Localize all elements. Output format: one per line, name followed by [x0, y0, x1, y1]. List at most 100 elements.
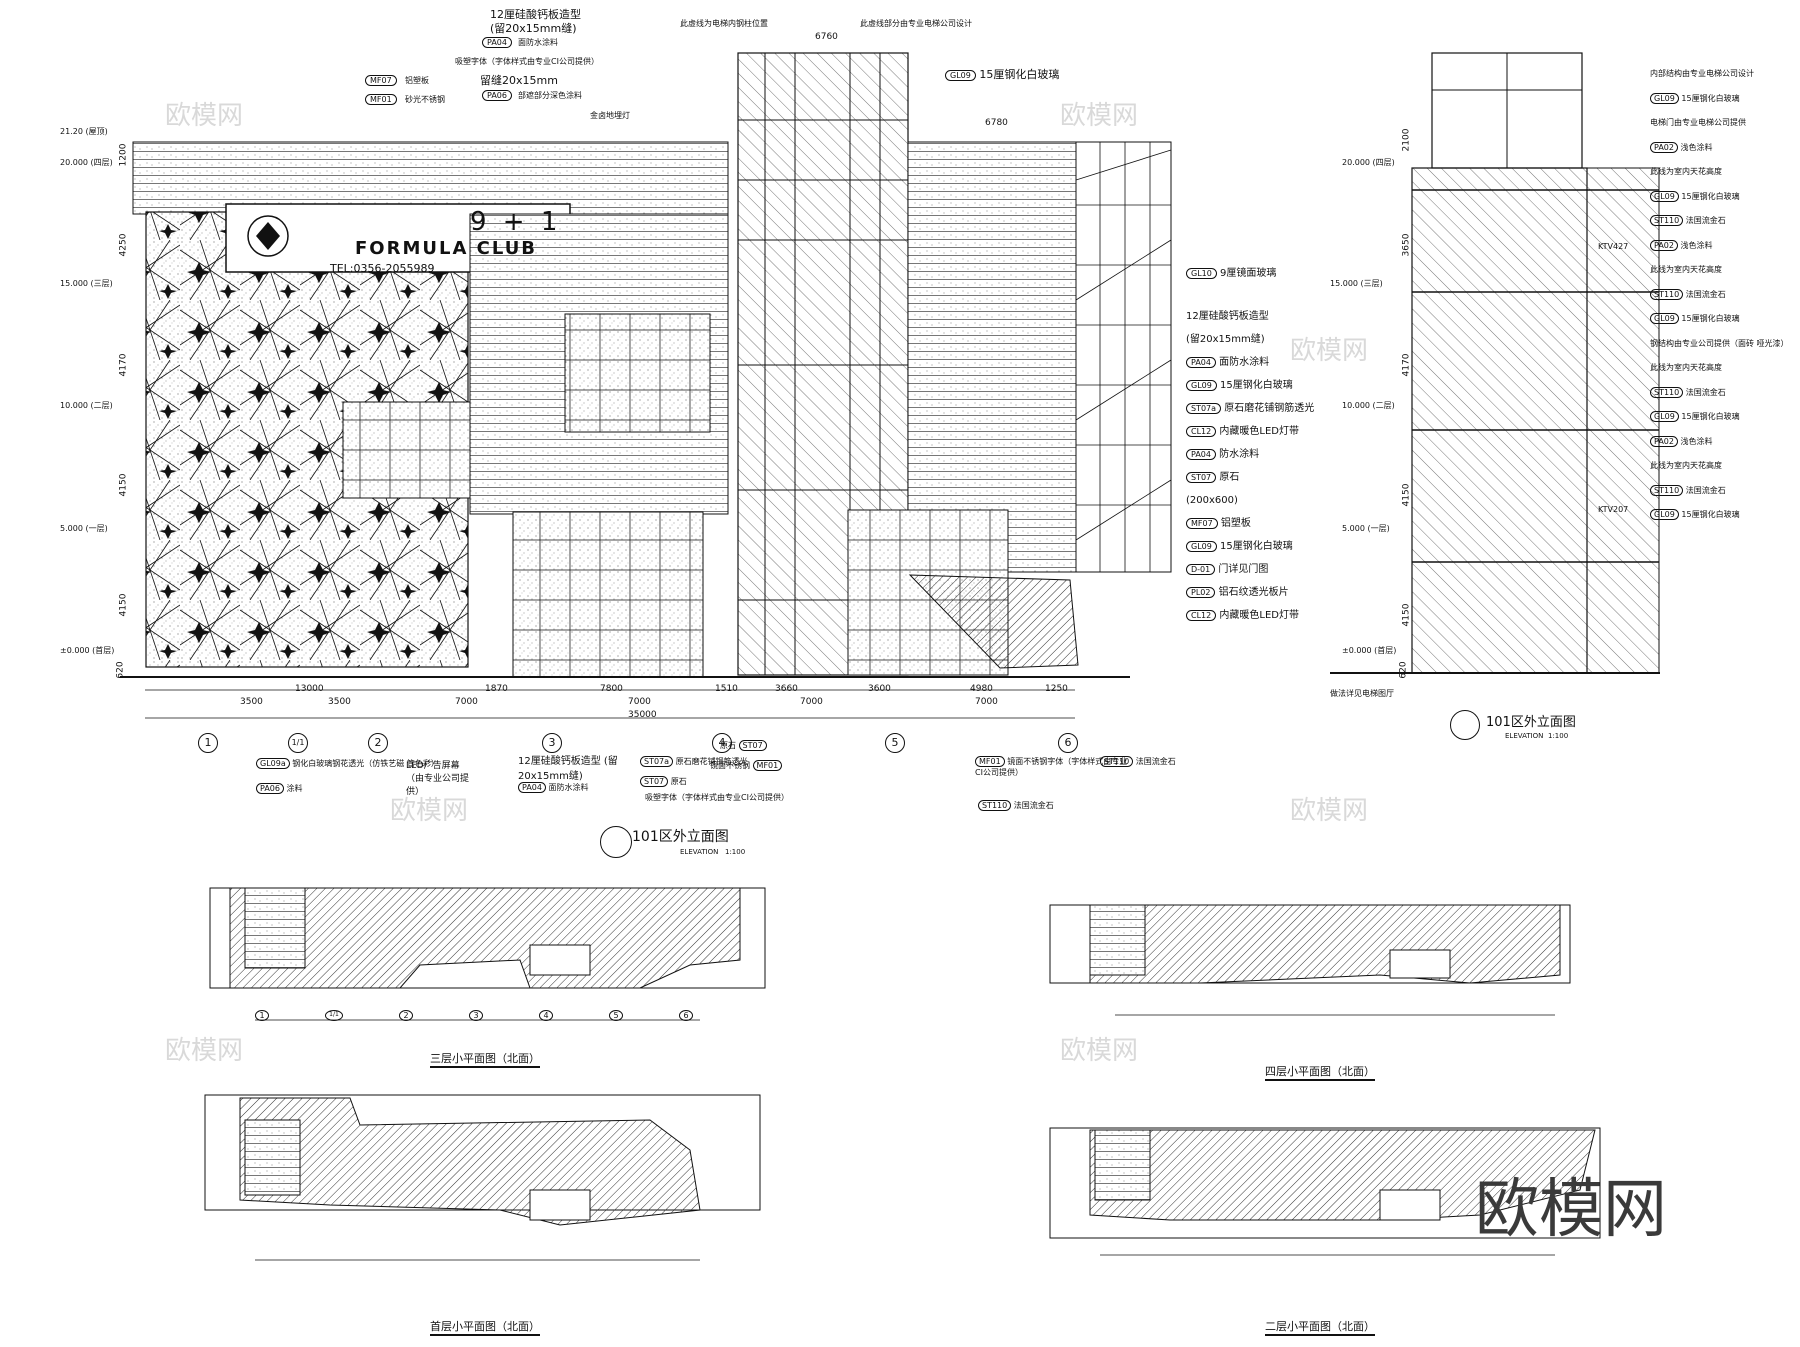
watermark: 欧模网	[165, 101, 244, 131]
right-tag: PL02 铝石纹透光板片	[1186, 581, 1396, 604]
side-tag: 此线为室内天花高度	[1650, 167, 1722, 176]
room-label: KTV427	[1598, 242, 1629, 251]
bottom-note: 12厘硅酸钙板造型 (留20x15mm缝)	[518, 756, 618, 782]
main-elevation	[120, 52, 1172, 719]
side-tag: 钢结构由专业公司提供（面砖 哑光漆）	[1650, 338, 1789, 348]
bottom-tag: 原石 ST07	[720, 740, 767, 751]
plan-title: 首层小平面图（北面）	[430, 1318, 540, 1336]
top-note: 此虚线部分由专业电梯公司设计	[860, 19, 972, 28]
right-tag: MF07 铝塑板	[1186, 512, 1396, 535]
side-tag-list: 内部结构由专业电梯公司设计 GL09 15厘钢化白玻璃 电梯门由专业电梯公司提供…	[1650, 62, 1800, 528]
right-tag: (200x600)	[1186, 495, 1238, 506]
side-elevation-title: 101区外立面图	[1486, 715, 1576, 730]
level-dim: 4150	[118, 593, 129, 617]
side-tag: GL09 15厘钢化白玻璃	[1650, 405, 1800, 430]
material-tag: PA06	[482, 90, 512, 101]
plan-1f	[204, 1094, 761, 1261]
club-logo-icon	[247, 215, 289, 257]
top-note: (留20x15mm缝)	[490, 22, 577, 35]
right-tag: GL09 15厘钢化白玻璃	[1186, 535, 1396, 558]
bottom-note: 吸塑字体（字体样式由专业CI公司提供）	[645, 793, 789, 802]
side-tag: 电梯门由专业电梯公司提供	[1650, 118, 1746, 127]
side-level-dim: 4150	[1401, 603, 1412, 627]
side-tag: GL09 15厘钢化白玻璃	[1650, 185, 1800, 210]
plan-axis: 6	[679, 1010, 693, 1021]
elevation-title: 101区外立面图	[632, 829, 729, 845]
side-elevation-subtitle: ELEVATION	[1505, 732, 1544, 740]
top-dim: 6760	[815, 32, 838, 42]
side-tag: GL09 15厘钢化白玻璃	[1650, 503, 1800, 528]
dim: 13000	[295, 684, 324, 694]
watermark: 欧模网	[1290, 796, 1369, 826]
top-dim: 6780	[985, 118, 1008, 128]
right-tag: CL12 内藏暖色LED灯带	[1186, 604, 1396, 627]
watermark: 欧模网	[1290, 336, 1369, 366]
dim: 7000	[800, 697, 823, 707]
room-label: KTV207	[1598, 505, 1629, 514]
level-dim: 4170	[118, 353, 129, 377]
side-tag: GL09 15厘钢化白玻璃	[1650, 87, 1800, 112]
material-tag-text: 铝塑板	[405, 76, 429, 85]
side-elevation-scale: 1:100	[1548, 732, 1569, 740]
dim: 4980	[970, 684, 993, 694]
side-level: 5.000 (一层)	[1342, 524, 1390, 533]
side-tag: ST110 法国流金石	[1650, 479, 1800, 504]
bottom-tag: PA04 面防水涂料	[518, 782, 589, 793]
title-bubble	[600, 826, 632, 858]
side-bottom-note: 做法详见电梯图厅	[1330, 689, 1394, 698]
material-tag-text: 金卤地埋灯	[590, 111, 630, 120]
bottom-tag: 镜面不锈钢 MF01	[710, 760, 783, 771]
title-bubble	[1450, 710, 1480, 740]
axis-bubble: 1	[198, 733, 218, 753]
material-tag-text: 面防水涂料	[518, 38, 558, 47]
bottom-tag: LED广告屏幕（由专业公司提供）	[406, 761, 470, 797]
side-tag: 此线为室内天花高度	[1650, 461, 1722, 470]
side-level: 10.000 (二层)	[1342, 401, 1395, 410]
level-mark: 21.20 (屋顶)	[60, 127, 108, 136]
side-tag: 此线为室内天花高度	[1650, 363, 1722, 372]
right-tag: GL10 9厘镜面玻璃	[1186, 262, 1396, 285]
level-mark: 10.000 (二层)	[60, 401, 113, 410]
right-tag: ST07 原石	[1186, 466, 1396, 489]
side-level: ±0.000 (首层)	[1342, 646, 1397, 655]
side-level: 15.000 (三层)	[1330, 279, 1383, 288]
watermark: 欧模网	[390, 796, 469, 826]
side-tag: ST110 法国流金石	[1650, 381, 1800, 406]
side-tag: PA02 浅色涂料	[1650, 136, 1800, 161]
dim: 1870	[485, 684, 508, 694]
watermark: 欧模网	[1060, 1036, 1139, 1066]
side-elevation	[1330, 52, 1660, 674]
side-tag: ST110 法国流金石	[1650, 209, 1800, 234]
dim: 7800	[600, 684, 623, 694]
right-tag: D-01 门详见门图	[1186, 558, 1396, 581]
elevation-subtitle: ELEVATION	[680, 848, 719, 856]
top-note: 12厘硅酸钙板造型	[490, 8, 581, 21]
right-tag: PA04 防水涂料	[1186, 443, 1396, 466]
axis-bubble: 3	[542, 733, 562, 753]
right-glass-grid	[1075, 141, 1172, 573]
dim: 7000	[628, 697, 651, 707]
level-mark: 5.000 (一层)	[60, 524, 108, 533]
watermark: 欧模网	[165, 1036, 244, 1066]
level-dim: 620	[115, 661, 126, 679]
right-tag: GL09 15厘钢化白玻璃	[1186, 374, 1396, 397]
plan-axes: 1 1/1 2 3 4 5 6	[255, 1010, 693, 1021]
top-note: 吸塑字体（字体样式由专业CI公司提供）	[455, 57, 599, 66]
material-tag-text: 部遮部分深色涂料	[518, 91, 582, 100]
material-tag: PA04	[482, 37, 512, 48]
dim: 3500	[240, 697, 263, 707]
bottom-tag: PA06 涂料	[256, 783, 303, 794]
level-dim: 4150	[118, 473, 129, 497]
bottom-tag: MF01 镜面不锈钢字体（字体样式由专业CI公司提供）	[975, 756, 1128, 777]
plan-title: 三层小平面图（北面）	[430, 1050, 540, 1068]
dim: 3660	[775, 684, 798, 694]
bottom-tag: ST07a 原石磨花铺钢筋透光	[640, 756, 748, 767]
right-tag: ST07a 原石磨花铺钢筋透光	[1186, 397, 1396, 420]
side-tag: GL09 15厘钢化白玻璃	[1650, 307, 1800, 332]
dim: 1510	[715, 684, 738, 694]
plan-axis: 5	[609, 1010, 623, 1021]
side-level-dim: 620	[1398, 661, 1409, 679]
side-tag: 内部结构由专业电梯公司设计	[1650, 69, 1754, 78]
